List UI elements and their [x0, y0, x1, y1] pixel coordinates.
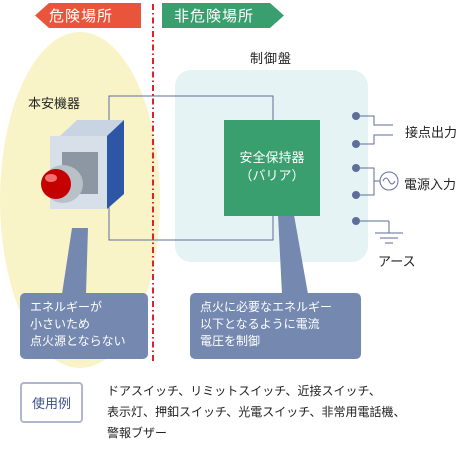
left-callout: エネルギーが 小さいため 点火源とならない [20, 293, 148, 359]
left-callout-line: 小さいため [30, 317, 91, 331]
examples-line: 警報ブザー [107, 426, 168, 440]
safety-barrier-box: 安全保持器 （バリア） [224, 120, 320, 216]
left-callout-line: エネルギーが [30, 300, 103, 314]
left-callout-pointer [62, 228, 88, 294]
terminal-wires [356, 115, 393, 233]
barrier-title: 安全保持器 [239, 151, 305, 166]
earth-ground-icon [375, 232, 403, 244]
examples-line: 表示灯、押釦スイッチ、光電スイッチ、非常用電話機、 [107, 405, 406, 419]
right-callout-line: 電圧を制御 [200, 334, 261, 348]
device-label: 本安機器 [28, 97, 81, 112]
barrier-subtitle: （バリア） [239, 169, 305, 184]
power-input-label: 電源入力 [404, 178, 457, 193]
right-callout-line: 点火に必要なエネルギー [200, 300, 333, 314]
examples-list: ドアスイッチ、リミットスイッチ、近接スイッチ、 表示灯、押釦スイッチ、光電スイッ… [107, 381, 406, 444]
examples-label-box: 使用例 [20, 382, 83, 423]
terminal-dots [352, 112, 360, 225]
non-hazardous-zone-label: 非危険場所 [174, 7, 255, 25]
contact-output-label: 接点出力 [405, 126, 458, 141]
left-callout-line: 点火源とならない [30, 334, 126, 348]
control-panel-label: 制御盤 [250, 52, 293, 67]
hazardous-zone-banner: 危険場所 [35, 3, 141, 28]
right-callout-pointer [278, 215, 308, 294]
right-callout-line: 以下となるように電流 [200, 317, 320, 331]
ac-source-icon [379, 171, 399, 191]
earth-label: アース [378, 255, 416, 270]
examples-line: ドアスイッチ、リミットスイッチ、近接スイッチ、 [107, 384, 381, 398]
right-callout: 点火に必要なエネルギー 以下となるように電流 電圧を制御 [190, 293, 361, 359]
non-hazardous-zone-banner: 非危険場所 [162, 3, 284, 28]
hazardous-zone-label: 危険場所 [49, 7, 114, 25]
push-button-device-icon [41, 120, 124, 209]
examples-label: 使用例 [31, 397, 71, 412]
